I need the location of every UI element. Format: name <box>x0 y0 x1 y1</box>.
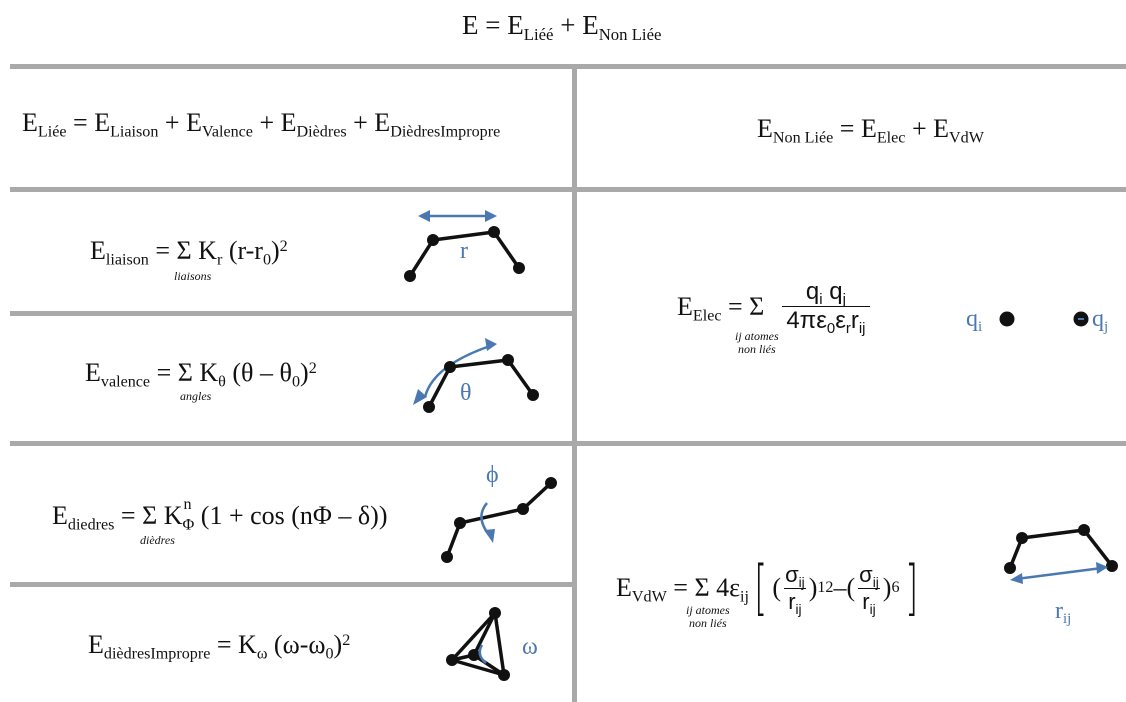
vdw-distance-label: rij <box>1055 598 1072 628</box>
charge-i-atom-icon <box>999 311 1015 327</box>
charge-j-label: qj <box>1092 306 1109 336</box>
divider-row2-left <box>10 311 576 316</box>
vdw-diagram <box>1004 524 1118 584</box>
nonbonded-energy-sum: ENon Liée = EElec + EVdW <box>757 114 984 147</box>
divider-row4-left <box>10 582 576 587</box>
angle-bend-diagram <box>413 338 539 413</box>
total-energy-title: E = ELiéé + ENon Liée <box>462 10 662 44</box>
bonded-energy-sum: ELiée = ELiaison + EValence + EDièdres +… <box>22 108 501 141</box>
vdw-equation: EVdW = Σ 4εij [ ( σij rij )12 – ( σij ri… <box>616 553 918 623</box>
divider-row1 <box>10 187 1126 192</box>
torsion-angle-label: ϕ <box>486 462 499 488</box>
angle-bend-equation: Evalence = Σ Kθ (θ – θ0)2 <box>85 358 317 391</box>
angle-sum-index: angles <box>180 389 212 403</box>
charge-i-label: qi <box>966 306 983 336</box>
divider-vertical <box>572 64 577 702</box>
left-bracket: [ <box>754 553 768 623</box>
improper-angle-label: ω <box>522 634 538 660</box>
angle-label: θ <box>460 380 472 406</box>
right-bracket: ] <box>904 553 918 623</box>
torsion-diagram <box>441 477 557 563</box>
divider-top <box>10 64 1126 69</box>
electrostatic-equation: EElec = Σ qi qj 4πε0εrrij <box>677 280 870 337</box>
divider-row3 <box>10 441 1126 446</box>
bond-stretch-equation: Eliaison = Σ Kr (r-r0)2 <box>90 236 288 269</box>
bond-length-label: r <box>460 238 468 264</box>
bond-sum-index: liaisons <box>174 269 212 283</box>
charge-j-atom-icon <box>1073 311 1089 327</box>
bond-stretch-diagram <box>404 210 525 282</box>
improper-torsion-equation: EdièdresImpropre = Kω (ω-ω0)2 <box>88 630 351 663</box>
improper-torsion-diagram <box>446 607 510 681</box>
torsion-sum-index: dièdres <box>140 533 175 547</box>
